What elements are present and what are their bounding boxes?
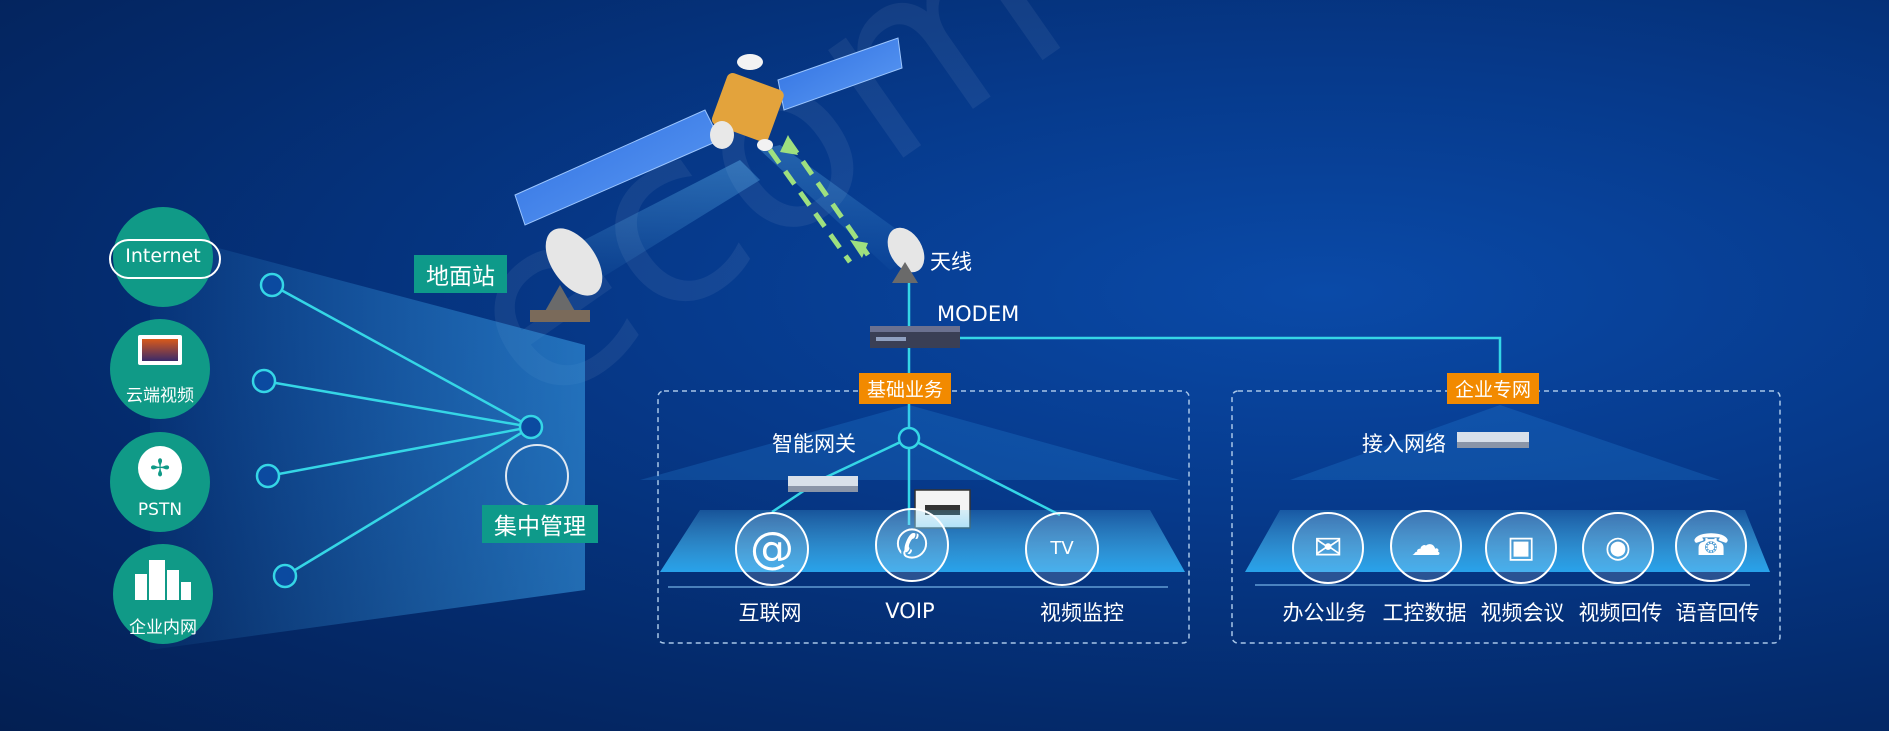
satellite-link <box>767 138 871 264</box>
internet-node: Internet <box>109 207 221 307</box>
gateway-device <box>788 476 858 492</box>
intranet-label: 企业内网 <box>129 618 197 638</box>
headset-icon: ☎ <box>1675 510 1747 582</box>
endpoint-pstn <box>255 463 281 489</box>
endpoint-intranet <box>272 563 298 589</box>
modem-label: MODEM <box>937 302 1020 326</box>
left-beam <box>150 230 585 650</box>
monitor-conference-icon: ▣ <box>1485 512 1557 584</box>
access-switch-device <box>1457 432 1529 448</box>
service-label-office: 办公业务 <box>1282 601 1367 625</box>
hub-node <box>518 414 544 440</box>
phone-icon: ✆ <box>875 508 949 582</box>
cloud-video-node <box>110 319 210 419</box>
internet-label: Internet <box>125 245 201 267</box>
ground-station-dish <box>530 228 603 322</box>
source-links <box>263 283 532 578</box>
brain-gear-icon <box>505 444 569 508</box>
satellite <box>514 37 903 226</box>
router-icon: ✢ <box>138 446 182 490</box>
arrow-down <box>850 240 868 258</box>
cloud-icon <box>109 239 221 279</box>
antenna-label: 天线 <box>930 250 972 274</box>
pstn-label: PSTN <box>137 500 183 520</box>
arrow-up <box>780 135 798 155</box>
central-mgmt-tag: 集中管理 <box>482 505 598 543</box>
service-label-industrial-data: 工控数据 <box>1382 601 1467 625</box>
gateway-node <box>897 426 921 450</box>
modem-device <box>870 326 960 348</box>
monitor-icon <box>138 335 182 365</box>
building-icon <box>135 560 191 600</box>
link-endpoints <box>251 272 544 589</box>
service-label-internet: 互联网 <box>738 601 802 625</box>
service-label-voip: VOIP <box>885 599 935 623</box>
service-label-video-surveillance: 视频监控 <box>1040 601 1124 625</box>
at-icon: @ <box>735 512 809 586</box>
enterprise-frame <box>1231 390 1781 644</box>
cloud-gear-icon: ☁ <box>1390 510 1462 582</box>
pstn-node: ✢ <box>110 432 210 532</box>
service-label-video-backhaul: 视频回传 <box>1578 601 1663 625</box>
access-network-label: 接入网络 <box>1362 432 1446 456</box>
enterprise-network-tag: 企业专网 <box>1447 373 1540 404</box>
ground-station-tag: 地面站 <box>414 255 507 293</box>
endpoint-cloud-video <box>251 368 277 394</box>
intranet-node <box>113 544 213 644</box>
downlink-beam <box>760 145 925 270</box>
tv-icon: TV <box>1025 512 1099 586</box>
cloud-video-label: 云端视频 <box>126 386 194 406</box>
basic-services-tag: 基础业务 <box>859 373 952 404</box>
endpoint-internet <box>259 272 285 298</box>
service-label-voice-backhaul: 语音回传 <box>1675 601 1760 625</box>
camera-icon: ◉ <box>1582 512 1654 584</box>
service-label-video-conference: 视频会议 <box>1480 601 1565 625</box>
gateway-label: 智能网关 <box>772 432 856 456</box>
uplink-beam <box>555 160 760 285</box>
basic-services-frame <box>657 390 1190 644</box>
antenna-dish <box>887 227 925 283</box>
mail-icon: ✉ <box>1292 512 1364 584</box>
